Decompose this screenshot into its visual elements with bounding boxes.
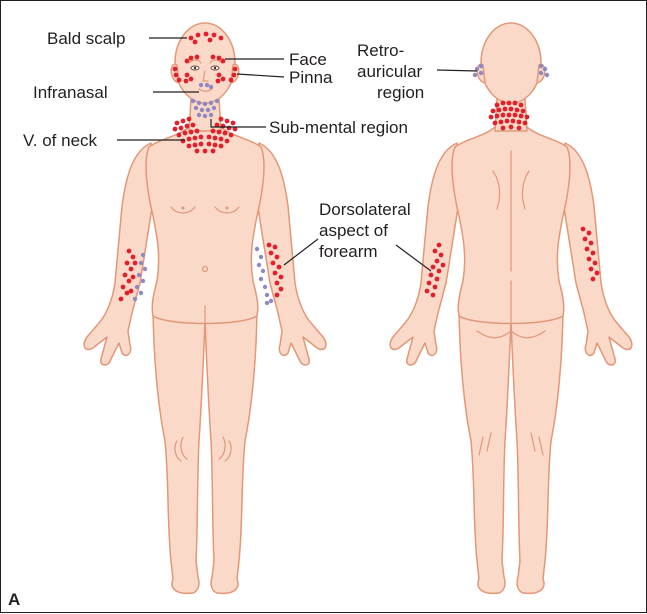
panel-label: A — [8, 590, 20, 609]
leader-retro-auricular — [437, 70, 477, 71]
front-torso — [146, 127, 264, 324]
label-pinna: Pinna — [289, 68, 333, 87]
label-face: Face — [289, 50, 327, 69]
label-dorsolateral-line2: aspect of — [319, 221, 388, 240]
front-right-leg — [153, 301, 205, 593]
front-figure — [84, 23, 326, 593]
left-nipple — [226, 207, 229, 210]
right-pupil — [194, 67, 196, 69]
label-v-of-neck: V. of neck — [23, 131, 98, 150]
label-retro-line2: auricular — [357, 62, 423, 81]
back-left-leg — [459, 301, 511, 593]
back-left-arm — [390, 143, 459, 365]
label-dorsolateral-line1: Dorsolateral — [319, 200, 411, 219]
front-left-arm — [257, 143, 326, 365]
back-head — [481, 23, 541, 103]
label-submental: Sub-mental region — [269, 118, 408, 137]
label-retro-line1: Retro- — [357, 41, 404, 60]
label-retro-line3: region — [377, 83, 424, 102]
label-dorsolateral-line3: forearm — [319, 242, 378, 261]
right-nipple — [182, 207, 185, 210]
label-infranasal: Infranasal — [33, 83, 108, 102]
label-bald-scalp: Bald scalp — [47, 29, 125, 48]
leader-pinna — [237, 74, 284, 77]
back-right-arm — [563, 143, 632, 365]
left-pupil — [214, 67, 216, 69]
back-right-leg — [511, 301, 563, 593]
